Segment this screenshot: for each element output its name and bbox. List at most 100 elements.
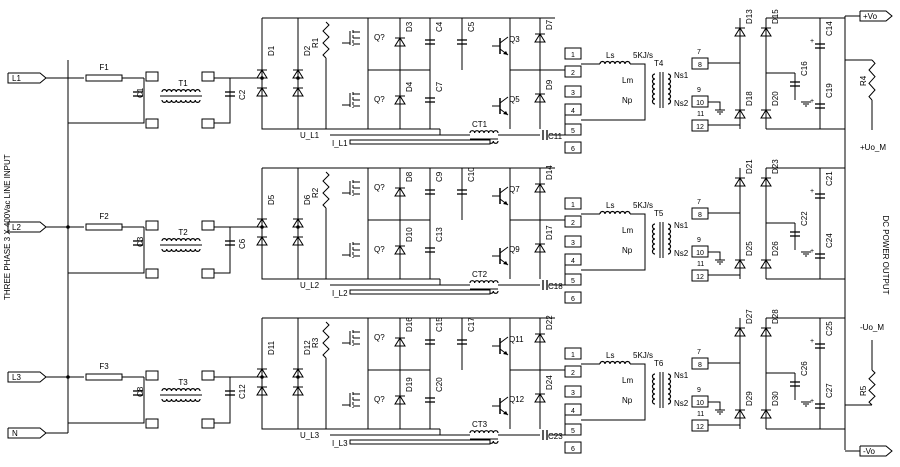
connector-pin-box (691, 245, 709, 258)
output-diode-label: D15 (771, 9, 780, 24)
ground-symbol (715, 259, 725, 265)
primary-winding (651, 373, 656, 405)
rectifier-diode (256, 218, 268, 228)
output-diode (760, 409, 772, 419)
igbt-diode (534, 33, 546, 43)
clamp-diode (394, 395, 406, 405)
output-cap-label: C27 (825, 383, 834, 398)
rectifier-diode (292, 69, 304, 79)
filter-return (68, 78, 145, 124)
diode-triangle (734, 177, 746, 187)
igbt-diode (534, 393, 546, 403)
connector-pin-box (564, 423, 582, 436)
clamp-diode-label: D3 (405, 21, 414, 32)
secondary-winding (667, 73, 672, 105)
ct-cap-label: C11 (548, 132, 563, 141)
fuse-label: F2 (99, 212, 109, 221)
diode-triangle (394, 187, 406, 197)
output-diode (760, 27, 772, 37)
ct-label: CT2 (472, 270, 488, 279)
clamp-cap-label: C4 (435, 21, 444, 32)
connector-pin-box (691, 95, 709, 108)
output-diode (734, 259, 746, 269)
bleed-res-label: R1 (311, 37, 320, 48)
output-cap-label: C16 (800, 61, 809, 76)
uo-plus-label: +Uo_M (860, 143, 886, 152)
switch-label: Q? (374, 95, 385, 104)
filter-out (214, 77, 231, 124)
ns1-label: Ns1 (674, 371, 689, 380)
rect-diode-label: D6 (303, 194, 312, 205)
connector-pin-label: 11 (697, 411, 704, 418)
pin-box (201, 220, 215, 231)
bleed-resistor (322, 321, 330, 359)
choke-label: T2 (178, 228, 188, 237)
clamp-cap-label: C13 (435, 227, 444, 242)
ns2-label: Ns2 (674, 399, 689, 408)
filter-capacitor (225, 390, 235, 396)
rectifier-diode (256, 69, 268, 79)
fuse-label: F3 (99, 362, 109, 371)
choke-coil-upper (161, 238, 201, 242)
connector-pin-box (691, 57, 709, 70)
connector-pin-box (564, 215, 582, 228)
primary-winding (651, 223, 656, 255)
fuse-label: F1 (99, 63, 109, 72)
output-cap-label: C22 (800, 211, 809, 226)
sense-i-bus (349, 439, 491, 445)
pin-box (145, 370, 159, 381)
vo-minus-label: -Vo (863, 447, 876, 456)
clamp-diode (394, 37, 406, 47)
ct-capacitor (542, 430, 548, 440)
fuse (85, 223, 123, 231)
fuse-body (85, 74, 123, 82)
diode-triangle (394, 37, 406, 47)
primary-winding (651, 73, 656, 105)
sense-u-label: U_L2 (300, 281, 320, 290)
igbt-diode (534, 243, 546, 253)
ground-symbol (801, 251, 811, 257)
resonant-inductor (599, 60, 631, 65)
clamp-capacitor (425, 97, 435, 103)
switch-label: Q? (374, 33, 385, 42)
pin-box (201, 118, 215, 129)
igbt-diode (534, 93, 546, 103)
sense-i-bus (349, 289, 491, 295)
output-terminal-plus (859, 10, 893, 22)
pin-box (201, 418, 215, 429)
plus-sign: + (810, 188, 814, 195)
pin-box (145, 71, 159, 82)
input-terminal-arrow (7, 72, 47, 84)
output-diode-label: D26 (771, 241, 780, 256)
connector-pin-label: 3 (571, 240, 575, 247)
igbt-label: Q11 (509, 335, 524, 344)
diode-triangle (292, 236, 304, 246)
diode-triangle (534, 183, 546, 193)
connector-pin-label: 6 (571, 296, 575, 303)
diode-triangle (394, 337, 406, 347)
connector-pin-box (564, 235, 582, 248)
connector-pin-label: 9 (697, 387, 701, 394)
output-diode (734, 177, 746, 187)
connector-pin-box (564, 141, 582, 154)
transistor-collector (499, 336, 509, 344)
output-diode (734, 327, 746, 337)
mosfet-switch (342, 242, 360, 258)
mid-cap-label: C10 (467, 167, 476, 182)
r5-resistor (868, 369, 876, 406)
transistor-arrow (503, 111, 508, 115)
transformer-label: T5 (654, 209, 664, 218)
output-filter-capacitor: + (810, 338, 825, 349)
sense-u-label: U_L3 (300, 431, 320, 440)
midpoint-capacitor (457, 39, 467, 45)
connector-pin-label: 9 (697, 87, 701, 94)
mid-cap-label: C5 (467, 21, 476, 32)
output-diode-label: D23 (771, 159, 780, 174)
uo-minus-label: -Uo_M (860, 323, 884, 332)
input-terminal (7, 72, 47, 84)
connector-pin-label: 10 (696, 100, 704, 107)
transistor-collector (499, 246, 509, 254)
ct-coil (469, 280, 499, 284)
output-diode-label: D21 (745, 159, 754, 174)
